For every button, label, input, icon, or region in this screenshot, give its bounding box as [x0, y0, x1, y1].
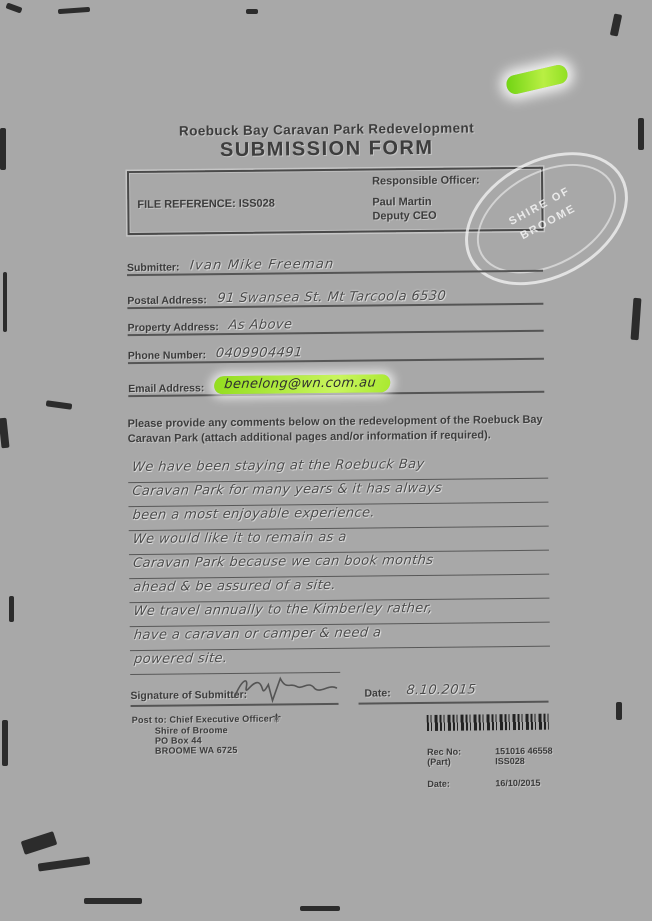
scan-artifact	[246, 9, 258, 14]
post-to-line1: Post to: Chief Executive Officer	[131, 713, 273, 726]
phone-number-label: Phone Number:	[127, 349, 207, 363]
comment-text: Caravan Park for many years & it has alw…	[131, 480, 443, 500]
postal-address-value: 91 Swansea St. Mt Tarcoola 6530	[216, 288, 447, 307]
comment-text: We would like it to remain as a	[132, 529, 348, 548]
footer-date-value: 16/10/2015	[495, 777, 541, 789]
comment-text: We have been staying at the Roebuck Bay	[131, 456, 426, 476]
comment-line: have a caravan or camper & need a	[129, 622, 550, 652]
responsible-officer-label: Responsible Officer:	[372, 174, 480, 188]
post-to-line4: BROOME WA 6725	[154, 744, 238, 756]
rec-no-label: Rec No:	[427, 746, 462, 757]
property-address-label: Property Address:	[127, 321, 219, 335]
comment-text: been a most enjoyable experience.	[131, 505, 376, 524]
part-value: ISS028	[495, 755, 525, 767]
post-to-line3: PO Box 44	[154, 735, 202, 746]
comment-text: ahead & be assured of a site.	[132, 577, 337, 596]
shire-logo-icon: ⚜	[270, 710, 283, 726]
page-subtitle: SUBMISSION FORM	[219, 136, 434, 162]
comment-text: powered site.	[133, 651, 229, 668]
comment-line: powered site.	[129, 648, 341, 676]
comment-text: Caravan Park because we can book months	[132, 552, 435, 572]
property-address-field: Property Address: As Above	[127, 306, 544, 337]
phone-number-field: Phone Number: 0409904491	[127, 334, 544, 365]
scan-artifact	[616, 702, 622, 720]
file-reference-box: FILE REFERENCE: ISS028 Responsible Offic…	[126, 166, 544, 236]
email-address-label: Email Address:	[128, 382, 205, 396]
file-reference: FILE REFERENCE: ISS028	[137, 198, 275, 211]
footer-date-label: Date:	[427, 778, 450, 789]
post-to-line2: Shire of Broome	[154, 725, 228, 736]
submitter-field: Submitter: Ivan Mike Freeman	[126, 243, 544, 277]
part-label: (Part)	[427, 756, 451, 767]
scan-artifact	[84, 898, 142, 904]
comments-instructions: Please provide any comments below on the…	[127, 413, 543, 446]
property-address-value: As Above	[228, 317, 294, 334]
scan-artifact	[300, 906, 340, 911]
phone-number-value: 0409904491	[215, 345, 304, 362]
submitter-value: Ivan Mike Freeman	[188, 256, 335, 274]
rec-no-value: 151016 46558	[495, 745, 553, 757]
submitter-label: Submitter:	[126, 261, 180, 275]
file-reference-value: ISS028	[238, 197, 275, 210]
scan-artifact	[0, 128, 6, 170]
barcode	[426, 713, 549, 731]
date-value: 8.10.2015	[405, 682, 477, 699]
postal-address-field: Postal Address: 91 Swansea St. Mt Tarcoo…	[127, 276, 544, 310]
email-address-field: Email Address: benelong@wn.com.au	[128, 361, 545, 398]
comment-text: We travel annually to the Kimberley rath…	[132, 600, 434, 620]
responsible-officer-name: Paul Martin	[372, 195, 432, 209]
scan-artifact	[9, 596, 14, 622]
scan-artifact	[2, 720, 8, 766]
postal-address-label: Postal Address:	[127, 294, 207, 308]
date-label: Date:	[364, 687, 391, 700]
responsible-officer-title: Deputy CEO	[372, 209, 437, 223]
email-address-value: benelong@wn.com.au	[213, 374, 391, 395]
submitter-signature	[233, 676, 338, 704]
scan-artifact	[638, 118, 644, 150]
comment-text: have a caravan or camper & need a	[133, 625, 383, 644]
file-reference-label: FILE REFERENCE:	[137, 197, 236, 211]
scan-artifact	[3, 272, 7, 332]
